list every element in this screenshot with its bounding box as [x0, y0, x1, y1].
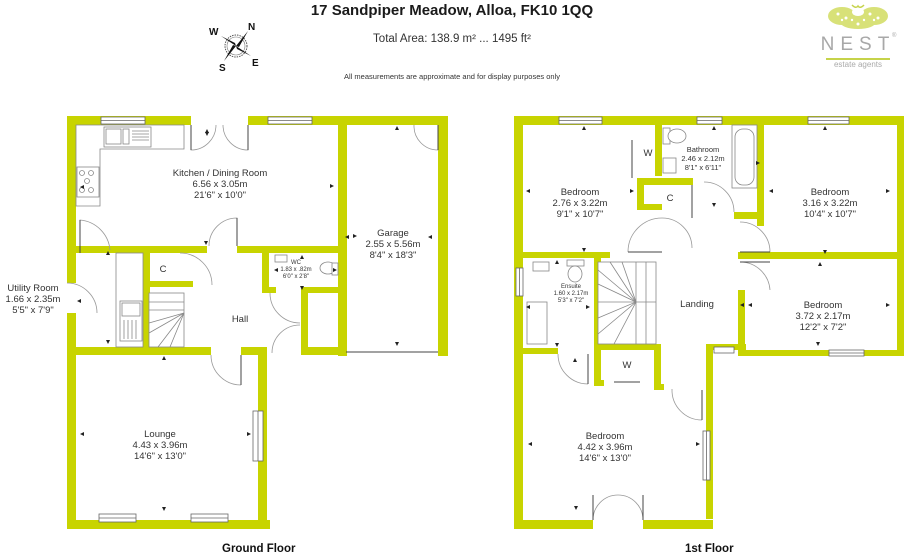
room-garage: Garage 2.55 x 5.56m 8'4" x 18'3" — [350, 228, 436, 261]
room-imperial: 5'3" x 7'2" — [557, 298, 585, 304]
room-metric: 1.83 x .82m — [280, 267, 312, 273]
room-metric: 2.46 x 2.12m — [681, 154, 725, 163]
compass-west: W — [209, 27, 219, 38]
logo-brand-text: NEST — [820, 34, 896, 55]
nest-leaf-icon — [828, 4, 888, 29]
room-landing: Landing — [672, 299, 722, 310]
room-name: C — [159, 264, 167, 275]
ground-floor-door-leaves — [79, 125, 439, 385]
room-name: Bedroom — [810, 187, 850, 198]
first-floor-dimension-markers — [526, 126, 890, 510]
room-imperial: 8'1" x 6'11" — [684, 163, 722, 172]
first-floor-label: 1st Floor — [685, 543, 734, 555]
room-ensuite: Ensuite 1.60 x 2.17m 5'3" x 7'2" — [548, 284, 594, 305]
room-imperial: 10'4" x 10'7" — [803, 209, 857, 220]
room-lounge: Lounge 4.43 x 3.96m 14'6" x 13'0" — [90, 429, 230, 462]
room-imperial: 8'4" x 18'3" — [369, 250, 417, 261]
room-imperial: 9'1" x 10'7" — [556, 209, 604, 220]
room-name: W — [622, 360, 632, 371]
room-metric: 6.56 x 3.05m — [192, 179, 248, 190]
room-bedroom-2: Bedroom 3.16 x 3.22m 10'4" x 10'7" — [785, 187, 875, 220]
room-wardrobe-2: W — [619, 360, 635, 371]
compass-rose-icon: N W S E — [204, 16, 274, 74]
room-utility: Utility Room 1.66 x 2.35m 5'5" x 7'9" — [0, 283, 66, 316]
room-bathroom: Bathroom 2.46 x 2.12m 8'1" x 6'11" — [675, 145, 731, 172]
room-kitchen-dining: Kitchen / Dining Room 6.56 x 3.05m 21'6"… — [150, 168, 290, 201]
property-address-title: 17 Sandpiper Meadow, Alloa, FK10 1QQ — [310, 2, 594, 19]
registered-mark: ® — [892, 33, 897, 39]
room-metric: 2.76 x 3.22m — [552, 198, 608, 209]
ground-floor-windows — [98, 116, 313, 523]
room-metric: 4.42 x 3.96m — [577, 442, 633, 453]
room-name: Hall — [231, 314, 249, 325]
disclaimer: All measurements are approximate and for… — [344, 72, 560, 81]
room-imperial: 5'5" x 7'9" — [12, 305, 54, 316]
room-bedroom-4: Bedroom 4.42 x 3.96m 14'6" x 13'0" — [565, 431, 645, 464]
room-name: Utility Room — [7, 283, 59, 294]
room-hall: Hall — [220, 314, 260, 325]
room-metric: 3.72 x 2.17m — [795, 311, 851, 322]
room-imperial: 6'0" x 2'8" — [282, 274, 310, 280]
ground-floor-label: Ground Floor — [222, 543, 296, 555]
first-floor-windows — [515, 116, 865, 481]
room-metric: 4.43 x 3.96m — [132, 440, 188, 451]
room-metric: 1.60 x 2.17m — [553, 291, 589, 297]
room-name: Garage — [377, 228, 409, 239]
room-bedroom-3: Bedroom 3.72 x 2.17m 12'2" x 7'2" — [778, 300, 868, 333]
room-metric: 2.55 x 5.56m — [365, 239, 421, 250]
room-name: Bedroom — [560, 187, 600, 198]
room-imperial: 12'2" x 7'2" — [799, 322, 847, 333]
first-floor-fixtures — [526, 124, 758, 345]
logo-divider — [826, 58, 890, 60]
room-imperial: 14'6" x 13'0" — [578, 453, 632, 464]
first-floor-door-leaves — [587, 140, 770, 520]
room-name: Bathroom — [686, 145, 720, 154]
room-name: Ensuite — [560, 284, 581, 290]
compass-north: N — [248, 22, 255, 33]
room-name: Lounge — [144, 429, 176, 440]
room-name: Landing — [680, 299, 714, 310]
room-bedroom-1: Bedroom 2.76 x 3.22m 9'1" x 10'7" — [540, 187, 620, 220]
compass-south: S — [219, 63, 226, 72]
room-cupboard-ff: C — [662, 193, 678, 204]
ground-floor-dimension-markers — [77, 126, 432, 511]
room-name: W — [643, 148, 653, 159]
room-wardrobe-1: W — [640, 148, 656, 159]
room-name: Bedroom — [803, 300, 843, 311]
ground-floor-doors — [66, 124, 439, 386]
room-name: WC — [291, 260, 301, 266]
room-cupboard: C — [153, 264, 173, 275]
ground-floor-fixtures — [75, 124, 339, 348]
compass-east: E — [252, 58, 259, 69]
room-metric: 3.16 x 3.22m — [802, 198, 858, 209]
room-imperial: 21'6" x 10'0" — [193, 190, 247, 201]
logo-tagline: estate agents — [833, 60, 883, 69]
room-name: Bedroom — [585, 431, 625, 442]
room-wc: WC 1.83 x .82m 6'0" x 2'8" — [276, 260, 316, 281]
room-imperial: 14'6" x 13'0" — [133, 451, 187, 462]
room-metric: 1.66 x 2.35m — [5, 294, 61, 305]
room-name: Kitchen / Dining Room — [172, 168, 268, 179]
nest-estate-agents-logo: NEST ® estate agents — [812, 0, 904, 70]
total-area: Total Area: 138.9 m² ... 1495 ft² — [373, 33, 531, 45]
room-name: C — [666, 193, 674, 204]
